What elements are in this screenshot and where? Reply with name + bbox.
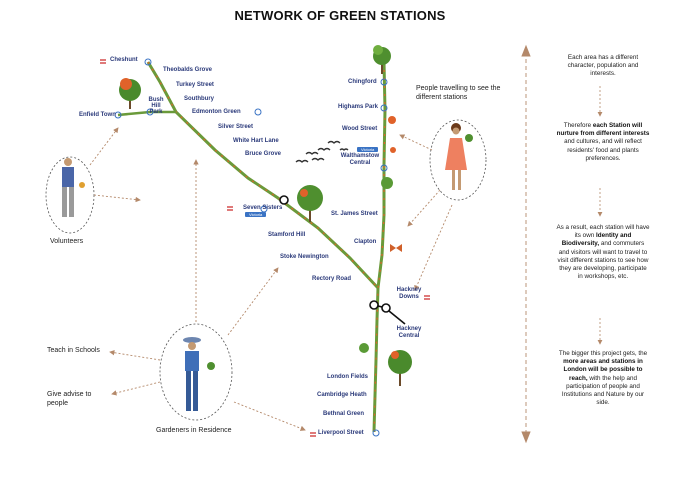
- tree-icon: [373, 45, 391, 74]
- interchange-seven-sisters: [279, 195, 289, 205]
- side-paragraph-3: As a result, each station will have its …: [556, 224, 650, 281]
- station-label: Hackney Central: [396, 326, 422, 339]
- station-label: Seven Sisters: [243, 205, 283, 211]
- station-label: Stoke Newington: [280, 254, 329, 260]
- station-label: Edmonton Green: [192, 109, 241, 115]
- side-text-bold: each Station will nurture from different…: [556, 122, 650, 138]
- person-icon: [183, 337, 215, 411]
- station-label: White Hart Lane: [233, 138, 279, 144]
- side-paragraph-2: Therefore each Station will nurture from…: [556, 122, 650, 163]
- station-label: Walthamstow Central: [340, 153, 380, 166]
- station-label: Cambridge Heath: [317, 392, 367, 398]
- station-label: London Fields: [327, 374, 368, 380]
- side-text: Therefore: [563, 122, 593, 129]
- side-text: and commuters and visitors will want to …: [557, 240, 649, 281]
- station-label: Theobalds Grove: [163, 67, 213, 73]
- side-paragraph-4: The bigger this project gets, the more a…: [556, 350, 650, 407]
- timeline-arrow: [521, 44, 531, 444]
- station-label: Clapton: [354, 239, 377, 245]
- national-rail-icon: [100, 59, 430, 437]
- gardeners-circle: [159, 323, 233, 421]
- gardeners-label: Gardeners in Residence: [156, 427, 232, 434]
- station-label: Liverpool Street: [318, 430, 364, 436]
- side-text: Each area has a different character, pop…: [567, 54, 639, 78]
- green-line-enfield-branch: [146, 61, 380, 290]
- interchange-hackney-downs: [369, 300, 379, 310]
- line-tag-victoria: Victoria: [245, 212, 267, 217]
- volunteers-label: Volunteers: [50, 238, 84, 245]
- person-icon: [445, 123, 473, 190]
- shrub-icon: [359, 116, 396, 353]
- overground-roundel-icon: [114, 58, 388, 437]
- tree-icon: [297, 185, 323, 222]
- station-label: Wood Street: [342, 126, 378, 132]
- side-text: with the help and participation of peopl…: [561, 374, 645, 407]
- bird-icon: [295, 140, 349, 163]
- side-text: As a result, each station will have its …: [556, 224, 650, 240]
- side-paragraph-1: Each area has a different character, pop…: [556, 54, 650, 79]
- station-label: Stamford Hill: [268, 232, 306, 238]
- station-label: Cheshunt: [110, 57, 138, 63]
- green-line-enfield-town-spur: [117, 110, 176, 117]
- station-label: Rectory Road: [312, 276, 352, 282]
- station-label: Silver Street: [218, 124, 254, 130]
- side-text-bold: Identity and Biodiversity,: [561, 232, 632, 248]
- side-text: and cultures, and will reflect residents…: [564, 138, 642, 162]
- line-tag-victoria: Victoria: [357, 147, 379, 152]
- station-label: Enfield Town: [79, 112, 116, 118]
- people-travelling-label: People travelling to see the different s…: [416, 85, 501, 101]
- station-label: Bruce Grove: [245, 151, 282, 157]
- side-text-bold: more areas and stations in London will b…: [563, 358, 643, 382]
- station-label: St. James Street: [331, 211, 378, 217]
- station-label: Bethnal Green: [323, 411, 365, 417]
- tree-icon: [388, 350, 412, 386]
- station-label: Bush Hill Park: [148, 97, 164, 115]
- station-label: Highams Park: [338, 104, 379, 110]
- page-title: NETWORK OF GREEN STATIONS: [234, 8, 446, 23]
- station-label: Turkey Street: [176, 82, 214, 88]
- station-label: Hackney Downs: [396, 287, 422, 300]
- relation-arrows: [89, 127, 453, 431]
- station-label: Chingford: [348, 79, 377, 85]
- station-label: Southbury: [184, 96, 214, 102]
- side-text: The bigger this project gets, the: [558, 350, 648, 357]
- tree-icon: [119, 78, 141, 109]
- give-advise-label: Give advise to people: [47, 391, 92, 407]
- teach-in-schools-label: Teach in Schools: [47, 347, 100, 354]
- person-icon: [62, 158, 85, 217]
- butterfly-icon: [390, 244, 402, 252]
- travellers-circle: [429, 119, 487, 201]
- green-line-chingford-branch: [372, 61, 387, 433]
- interchange-hackney-central: [381, 303, 391, 313]
